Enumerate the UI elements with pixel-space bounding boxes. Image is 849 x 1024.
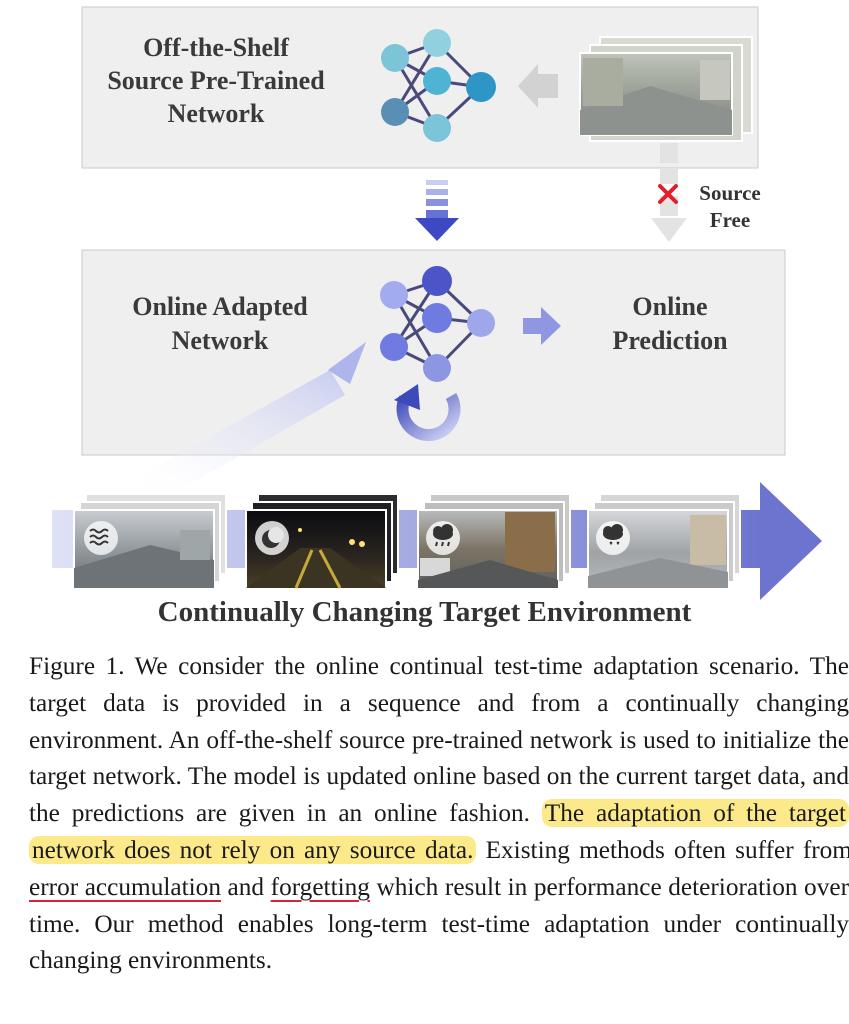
night-moon-icon <box>255 521 289 555</box>
online-prediction-label-line2: Prediction <box>612 326 728 355</box>
environment-title: Continually Changing Target Environment <box>157 596 692 628</box>
online-prediction-label-line1: Online <box>632 292 708 321</box>
source-image-stack <box>579 36 753 142</box>
beam-arrowhead <box>328 342 366 384</box>
source-network-label-line2: Source Pre-Trained <box>107 66 325 95</box>
source-free-label: Source Free <box>690 180 770 234</box>
source-free-label-line2: Free <box>709 208 751 232</box>
caption-text-3: and <box>220 872 271 901</box>
source-network-label-line1: Off-the-Shelf <box>143 33 289 62</box>
cross-icon <box>658 184 678 204</box>
snow-cloud-icon <box>596 521 630 555</box>
adapted-network-label-line2: Network <box>171 326 269 355</box>
rain-image-stack <box>417 493 571 589</box>
online-prediction-label: Online Prediction <box>585 290 755 358</box>
caption-underline-error-accumulation: error accumulation <box>29 872 221 901</box>
adapted-network-label-line1: Online Adapted <box>132 292 308 321</box>
beam-shape <box>115 370 345 490</box>
caption-underline-forgetting: forgetting <box>270 872 370 901</box>
adapted-network-icon <box>380 266 495 382</box>
source-free-label-line1: Source <box>699 181 761 205</box>
down-arrow-icon <box>415 180 459 241</box>
source-network-label: Off-the-Shelf Source Pre-Trained Network <box>90 31 342 130</box>
right-arrow-icon <box>523 307 561 345</box>
source-network-icon <box>381 29 496 142</box>
left-arrow-icon <box>518 64 558 108</box>
adapted-network-label: Online Adapted Network <box>105 290 335 358</box>
fog-icon <box>84 521 118 555</box>
rain-cloud-icon <box>426 521 460 555</box>
caption-text-1: Figure 1. We consider the online continu… <box>29 652 849 828</box>
night-image-stack <box>245 493 399 589</box>
caption-text-4: which result in performance deterioratio… <box>29 872 849 975</box>
caption-text-2: Existing methods often suffer from <box>476 835 849 864</box>
source-network-label-line3: Network <box>167 99 265 128</box>
update-cycle-icon <box>394 384 461 442</box>
figure-diagram <box>52 6 822 600</box>
figure-caption: Figure 1. We consider the online continu… <box>29 648 849 979</box>
